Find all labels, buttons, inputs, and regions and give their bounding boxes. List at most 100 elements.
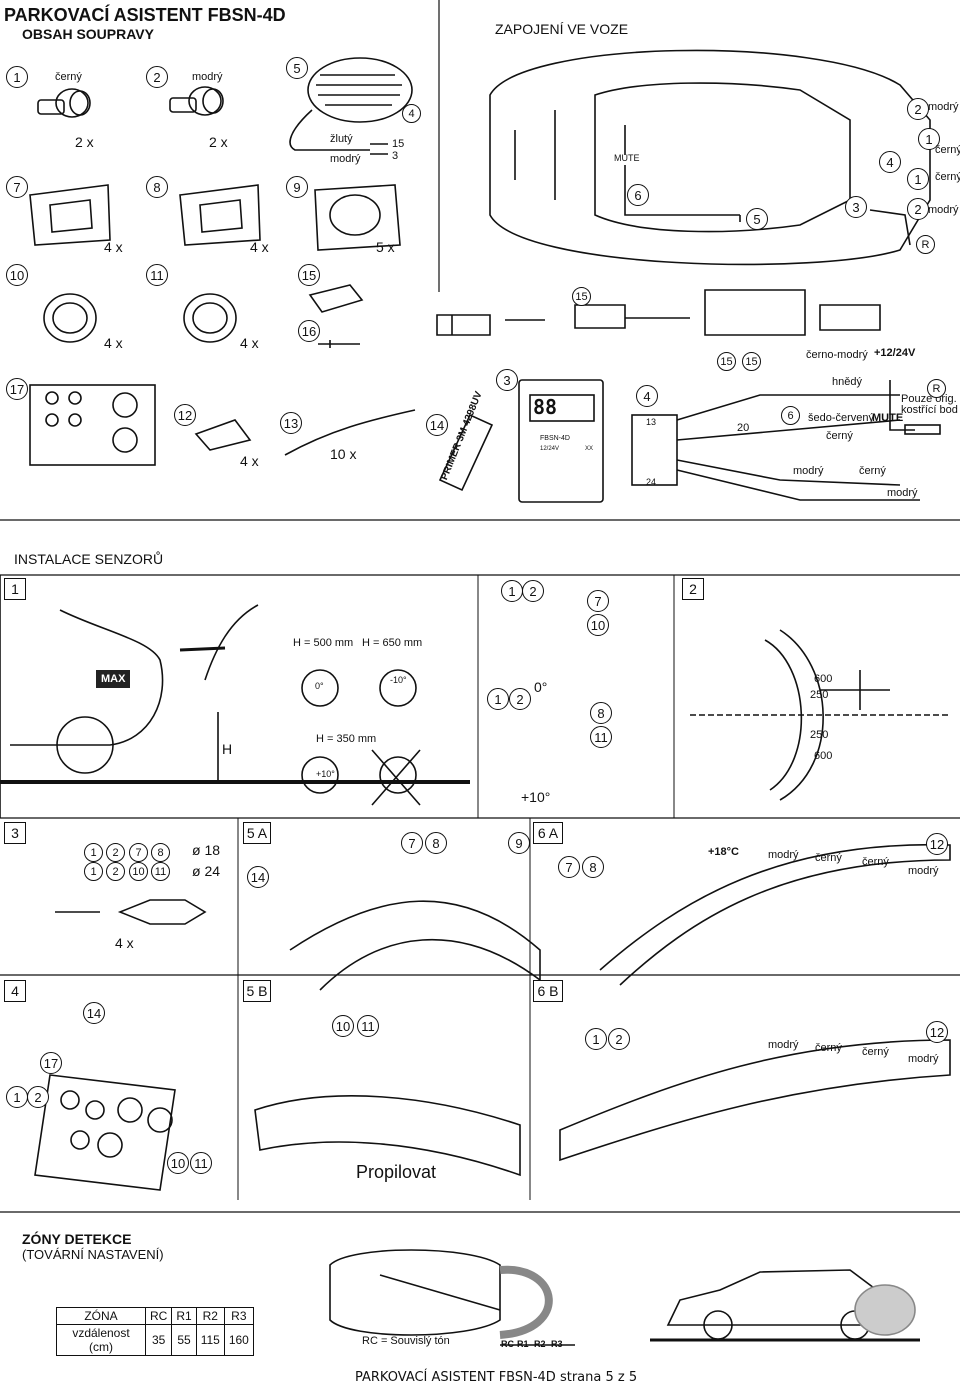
part-number-9: 9 [286,176,308,198]
car-label-black-bottom: černý [935,171,960,183]
buzzer-wire-yellow: žlutý [330,133,353,145]
part-number-5: 5 [286,57,308,79]
s3-num-2b: 2 [106,862,125,881]
control-unit-drawing [518,379,604,503]
document-title: PARKOVACÍ ASISTENT FBSN-4D [4,5,286,25]
car-label-black-top: černý [935,144,960,156]
step-5a-label: 5 A [243,822,271,844]
zones-header-r1: R1 [171,1307,197,1325]
s4-num-2: 2 [27,1086,49,1108]
wire-black-blue: černo-modrý [806,349,868,361]
harness-num-4: 4 [636,385,658,407]
s6a-color-blue-1: modrý [768,849,799,861]
s4-num-14: 14 [83,1002,105,1024]
reverse-symbol-2: R [927,379,946,398]
car-outline-drawing [489,49,931,266]
dim-250-top: 250 [810,689,829,701]
rc-note: RC = Souvislý tón [362,1335,450,1347]
temperature-label: +18°C [708,846,740,858]
harness-pin-13: 13 [646,417,657,427]
sensor-2-drawing [169,86,224,116]
step-2-label: 2 [682,578,704,600]
h650-label: H = 650 mm [362,637,423,649]
max-load-weight: MAX [96,670,131,688]
s6b-num-2: 2 [608,1028,630,1050]
zones-heading: ZÓNY DETEKCE [22,1231,132,1247]
part-number-13: 13 [280,412,302,434]
step-4-label: 4 [4,980,26,1002]
part-12-qty: 4 x [240,453,259,469]
s3-num-11: 11 [151,862,170,881]
buzzer-pin-15: 15 [392,138,405,150]
part-number-17: 17 [6,378,28,400]
zones-value-row: vzdálenost (cm) 35 55 115 160 [56,1324,254,1356]
kit-contents-heading: OBSAH SOUPRAVY [22,26,154,42]
s6b-num-12: 12 [926,1021,948,1043]
s4-num-11: 11 [190,1152,212,1174]
mid-num-1: 1 [501,580,523,602]
sensor-1-drawing [37,88,91,118]
dim-250-bottom: 250 [810,729,829,741]
mid-num-2: 2 [522,580,544,602]
part-number-11: 11 [146,264,168,286]
angle-plus-10: +10° [316,769,335,779]
connector-num-15a: 15 [717,352,736,371]
wire-brown: hnědý [832,376,862,388]
seal-9-drawing [314,184,401,251]
car-rear-drawing [10,609,164,746]
car-num-3: 3 [845,196,867,218]
s3-num-1: 1 [84,843,103,862]
buzzer-connector-4: 4 [402,104,421,123]
s6a-color-black-1: černý [815,852,842,864]
zone-label-r3: R3 [551,1339,563,1349]
angle-0: 0° [315,681,324,691]
harness-pin-24: 24 [646,477,657,487]
ring-11-drawing [183,293,237,343]
s4-num-1: 1 [6,1086,28,1108]
s5b-num-10: 10 [332,1015,354,1037]
part-number-12: 12 [174,404,196,426]
s6a-color-black-2: černý [862,856,889,868]
s3-num-8: 8 [151,843,170,862]
zones-header-row: ZÓNA RC R1 R2 R3 [56,1307,254,1325]
mid-angle-0: 0° [534,679,548,695]
part-1-qty: 2 x [75,134,94,150]
buzzer-wire-blue: modrý [330,153,361,165]
s5b-num-11: 11 [357,1015,379,1037]
mid-num-10: 10 [587,614,609,636]
s3-num-7: 7 [129,843,148,862]
bezel-8-drawing [179,184,261,246]
wire-num-6: 6 [781,406,800,425]
s6a-num-12: 12 [926,833,948,855]
s6b-color-black-1: černý [815,1042,842,1054]
s5a-num-7: 7 [401,832,423,854]
step-3-qty: 4 x [115,935,134,951]
step-3-label: 3 [4,822,26,844]
mid-num-7: 7 [587,590,609,612]
zone-label-rc: RC [501,1339,514,1349]
zones-header-rc: RC [144,1307,173,1325]
bezel-7-drawing [29,184,111,246]
part-number-2: 2 [146,66,168,88]
step-5b-label: 5 B [243,980,271,1002]
s6b-color-black-2: černý [862,1046,889,1058]
unit-xx: XX [585,446,594,452]
part-number-8: 8 [146,176,168,198]
part-number-14: 14 [426,414,448,436]
connector-num-15b: 15 [742,352,761,371]
zones-value-r3: 160 [223,1324,254,1356]
mid-num-11: 11 [590,726,612,748]
zones-header-zone: ZÓNA [56,1307,146,1325]
s5a-num-14: 14 [247,866,269,888]
zones-value-r2: 115 [195,1324,225,1356]
part-8-qty: 4 x [250,239,269,255]
car-num-6: 6 [627,184,649,206]
installation-heading: INSTALACE SENZORŮ [14,551,164,567]
s6a-num-7: 7 [558,856,580,878]
mute-switch-label: MUTE [614,153,640,163]
ground-note-2: kostřící bod [901,404,958,416]
part-number-7: 7 [6,176,28,198]
ground-note-1: Pouze orig. [901,393,957,405]
part-number-1: 1 [6,66,28,88]
